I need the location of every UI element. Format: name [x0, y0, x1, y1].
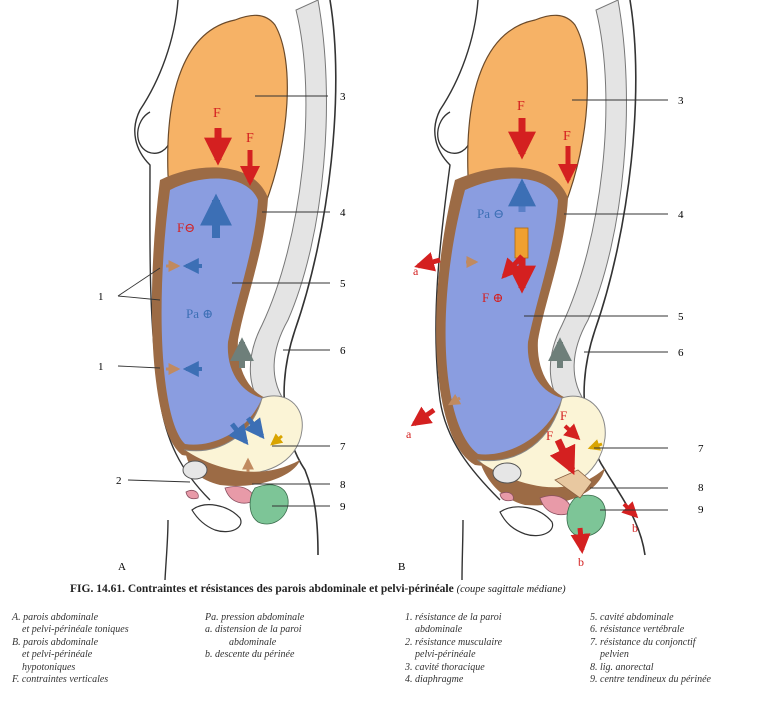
panel-b-callout-4: 4 [678, 209, 684, 221]
panel-b-callout-7: 7 [698, 443, 704, 455]
panel-a-callout-1b: 1 [98, 361, 104, 373]
legend-item: pelvien [590, 649, 711, 661]
legend-item: Pa. pression abdominale [205, 612, 304, 624]
caption-title: FIG. 14.61. Contraintes et résistances d… [70, 583, 454, 595]
panel-b-label: B [398, 561, 405, 573]
legend-item: 2. résistance musculaire [405, 637, 502, 649]
panel-a-genitalia [192, 505, 241, 532]
legend-item: a. distension de la paroi [205, 624, 304, 636]
legend-item: b. descente du périnée [205, 649, 304, 661]
panel-b-pressure-label: Pa ⊖ [477, 206, 504, 221]
panel-b-callout-9: 9 [698, 504, 704, 516]
panel-b-breast [438, 112, 470, 153]
legend-column-4: 5. cavité abdominale 6. résistance verté… [590, 612, 711, 686]
legend-item: 6. résistance vertébrale [590, 624, 711, 636]
sagittal-section-figure: F F F⊖ Pa ⊕ 1 1 2 3 4 5 6 7 8 9 A [0, 0, 777, 580]
panel-b-pubis [493, 463, 521, 483]
panel-a-callout-6: 6 [340, 345, 346, 357]
panel-b-descent-label-2: b [632, 521, 638, 535]
panel-a-callout-5: 5 [340, 278, 346, 290]
panel-b-ligament-small [500, 492, 513, 500]
panel-a-force-label-3: F⊖ [177, 220, 195, 235]
panel-a-pressure-label: Pa ⊕ [186, 306, 213, 321]
caption-subtitle: (coupe sagittale médiane) [457, 584, 566, 595]
panel-b-callout-3: 3 [678, 95, 684, 107]
panel-a-callout-2: 2 [116, 475, 122, 487]
legend-item: abdominale [205, 637, 304, 649]
panel-b-distension-label-2: a [406, 427, 412, 441]
legend-item: abdominale [405, 624, 502, 636]
panel-b-descent-label-1: b [578, 555, 584, 569]
legend-item: hypotoniques [12, 662, 129, 674]
legend-item: F. contraintes verticales [12, 674, 129, 686]
panel-b-genitalia [500, 507, 553, 536]
panel-b: F F Pa ⊖ F ⊕ a a F F b b 3 4 5 6 7 8 9 B [398, 0, 704, 580]
legend-item: 4. diaphragme [405, 674, 502, 686]
figure-caption: FIG. 14.61. Contraintes et résistances d… [70, 583, 770, 595]
panel-b-force-label-5: F [546, 428, 553, 443]
panel-b-descent-arrow-1 [580, 528, 582, 550]
legend-item: 9. centre tendineux du périnée [590, 674, 711, 686]
panel-b-callout-5: 5 [678, 311, 684, 323]
panel-b-distension-arrow-1 [418, 260, 440, 266]
panel-a-perineum [250, 485, 288, 524]
panel-a-ligament-small [186, 490, 198, 498]
legend-item: A. parois abdominale [12, 612, 129, 624]
panel-a: F F F⊖ Pa ⊕ 1 1 2 3 4 5 6 7 8 9 A [98, 0, 346, 580]
panel-a-callout-9: 9 [340, 501, 346, 513]
panel-b-force-label-1: F [517, 99, 525, 114]
panel-b-force-label-3: F ⊕ [482, 290, 503, 305]
legend-item: 5. cavité abdominale [590, 612, 711, 624]
panel-b-force-label-2: F [563, 129, 571, 144]
legend-item: B. parois abdominale [12, 637, 129, 649]
legend-item: 8. lig. anorectal [590, 662, 711, 674]
panel-a-callout-3: 3 [340, 91, 346, 103]
panel-b-perineum [567, 495, 605, 536]
panel-b-callout-8: 8 [698, 482, 704, 494]
legend-column-3: 1. résistance de la paroi abdominale 2. … [405, 612, 502, 686]
panel-a-breast [138, 112, 170, 153]
legend-column-1: A. parois abdominale et pelvi-périnéale … [12, 612, 129, 686]
legend-item: et pelvi-périnéale [12, 649, 129, 661]
panel-b-distension-label-1: a [413, 264, 419, 278]
legend-item: 1. résistance de la paroi [405, 612, 502, 624]
panel-a-force-label-1: F [213, 106, 221, 121]
panel-a-pubis [183, 461, 207, 479]
panel-a-callout-8: 8 [340, 479, 346, 491]
legend-item: 3. cavité thoracique [405, 662, 502, 674]
legend-item: 7. résistance du conjonctif [590, 637, 711, 649]
panel-b-distension-arrow-2 [414, 410, 434, 424]
panel-a-callout-1: 1 [98, 291, 104, 303]
panel-b-force-bar [515, 228, 528, 258]
legend-item: et pelvi-périnéale toniques [12, 624, 129, 636]
panel-a-label: A [118, 561, 126, 573]
legend-item: pelvi-périnéale [405, 649, 502, 661]
panel-a-force-label-2: F [246, 131, 254, 146]
panel-a-callout-4: 4 [340, 207, 346, 219]
panel-b-force-label-4: F [560, 408, 567, 423]
legend-column-2: Pa. pression abdominale a. distension de… [205, 612, 304, 662]
panel-a-callout-7: 7 [340, 441, 346, 453]
panel-b-callout-6: 6 [678, 347, 684, 359]
